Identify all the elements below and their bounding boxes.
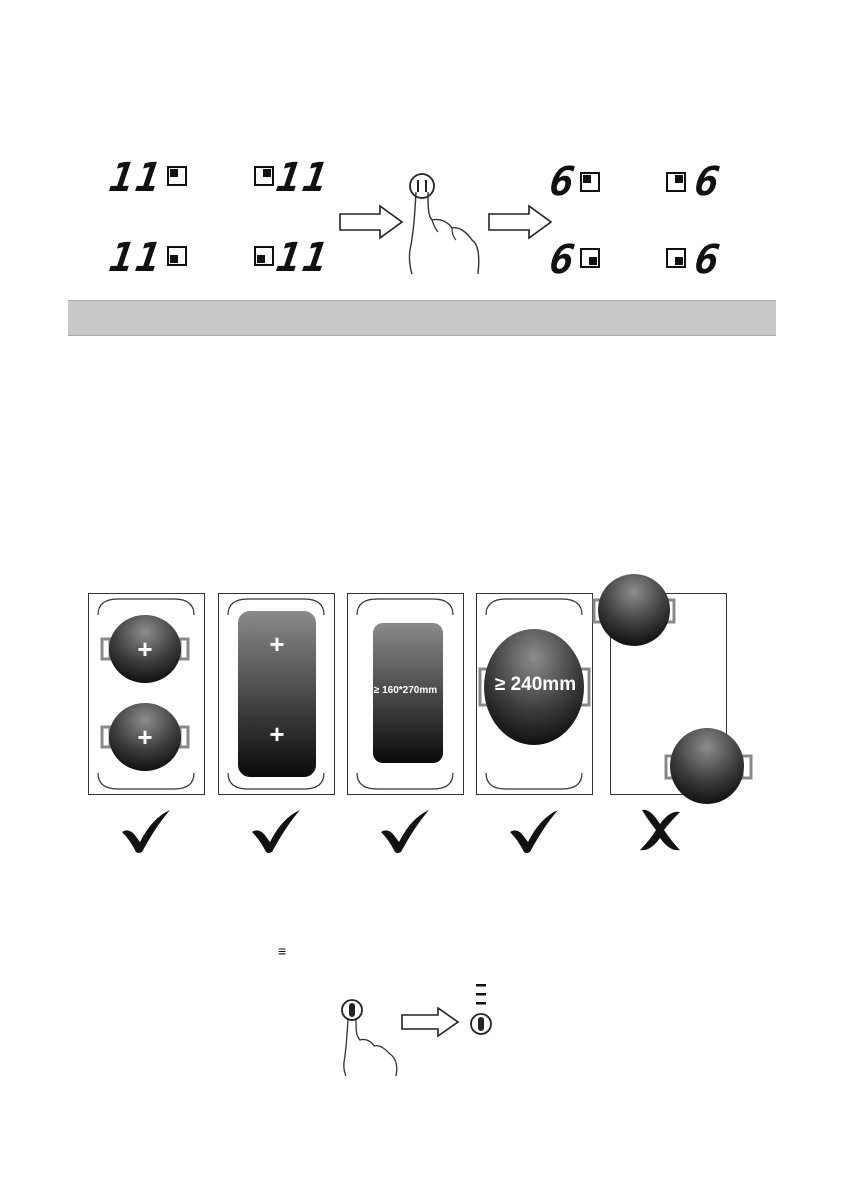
svg-text:+: +	[269, 719, 284, 749]
power-button-lit-icon	[468, 982, 498, 1038]
display-digit-top-right-before: 11	[274, 158, 332, 198]
right-arrow-icon	[338, 204, 404, 240]
check-mark-icon	[120, 808, 172, 854]
right-arrow-icon	[487, 204, 553, 240]
zone-indicator-bottom-left	[167, 246, 187, 266]
display-digit-bottom-right-before: 11	[274, 238, 332, 278]
svg-text:+: +	[137, 722, 152, 752]
section-header-bar	[68, 300, 776, 336]
display-digit-top-left-before: 11	[107, 158, 165, 198]
display-digit-top-left-after: 6	[547, 162, 579, 202]
right-arrow-icon	[400, 1006, 460, 1038]
cross-mark-icon	[636, 806, 684, 854]
lock-indicator-glyph: ≡	[278, 944, 286, 958]
zone-indicator-bottom-right-after	[666, 248, 686, 268]
zone-indicator-bottom-left-after	[580, 248, 600, 268]
pan-size-label: ≥ 160*270mm	[358, 685, 453, 696]
misplaced-pans-graphic	[590, 570, 760, 820]
display-digit-top-right-after: 6	[692, 162, 724, 202]
pointing-hand-icon	[398, 170, 493, 276]
zone-indicator-top-left	[167, 166, 187, 186]
display-digit-bottom-left-before: 11	[107, 238, 165, 278]
svg-text:+: +	[269, 629, 284, 659]
power-button-icon	[410, 174, 434, 198]
zone-indicator-top-right	[254, 166, 274, 186]
check-mark-icon	[379, 808, 431, 854]
cookware-example-rectangular-pan: ≥ 160*270mm	[347, 593, 464, 795]
check-mark-icon	[508, 808, 560, 854]
zone-indicator-bottom-right	[254, 246, 274, 266]
svg-text:+: +	[137, 634, 152, 664]
check-mark-icon	[250, 808, 302, 854]
zone-indicator-top-left-after	[580, 172, 600, 192]
display-digit-bottom-right-after: 6	[692, 240, 724, 280]
pan-size-label: ≥ 240mm	[483, 674, 588, 696]
cookware-example-oblong-griddle: + +	[218, 593, 335, 795]
display-digit-bottom-left-after: 6	[547, 240, 579, 280]
cookware-example-large-round-pan: ≥ 240mm	[476, 593, 593, 795]
zone-indicator-top-right-after	[666, 172, 686, 192]
cookware-example-two-round-pans: + +	[88, 593, 205, 795]
